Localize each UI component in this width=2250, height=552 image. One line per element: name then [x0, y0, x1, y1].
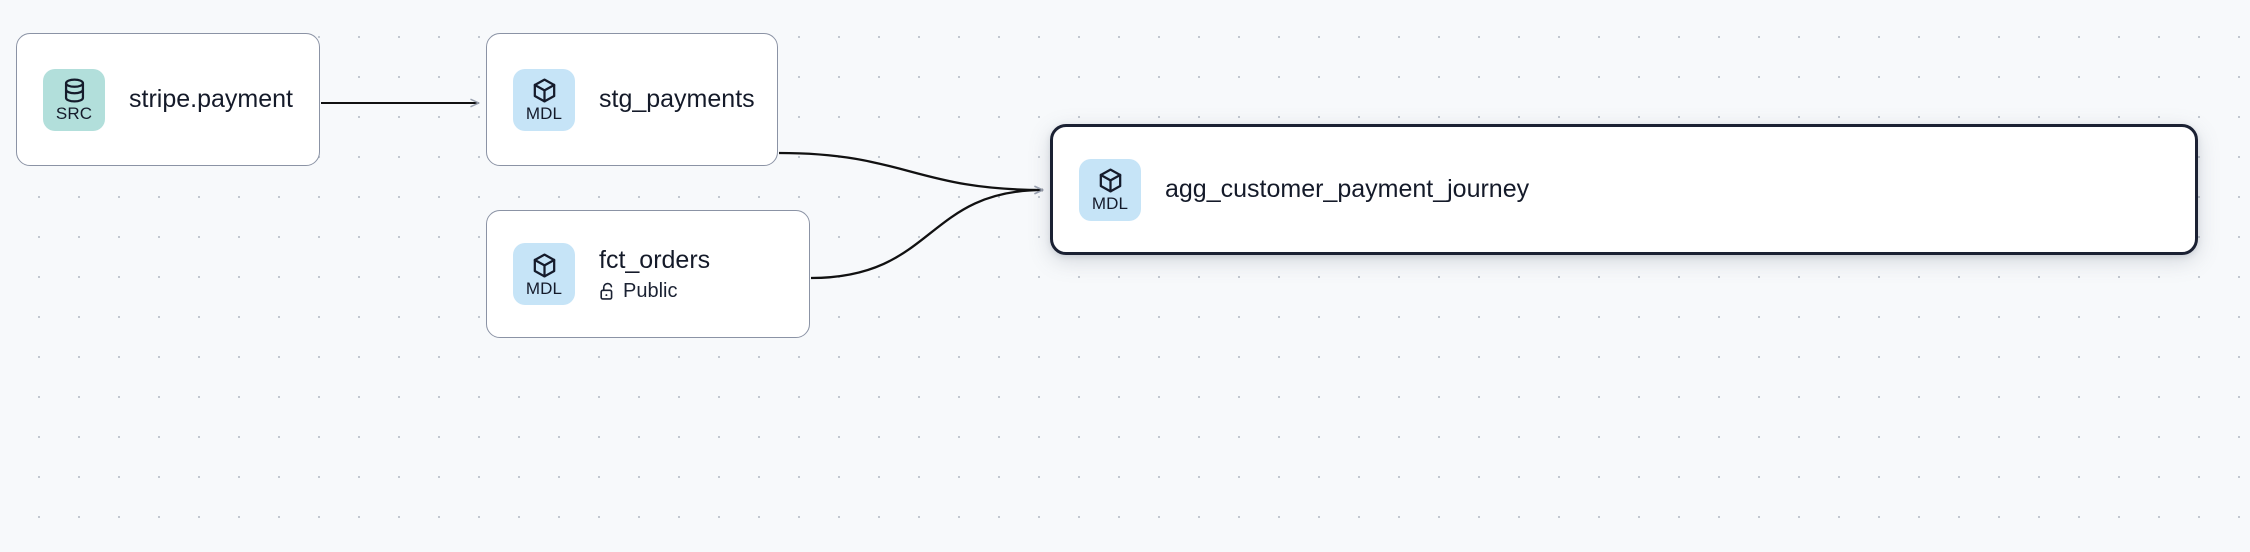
edge-stg-to-agg — [778, 151, 1044, 195]
node-fct-orders[interactable]: MDL fct_orders Public — [486, 210, 810, 338]
badge-label: MDL — [525, 104, 563, 123]
node-body: agg_customer_payment_journey — [1165, 175, 1529, 204]
badge-label: MDL — [1091, 194, 1129, 213]
node-stg-payments[interactable]: MDL stg_payments — [486, 33, 778, 166]
node-badge-mdl: MDL — [513, 68, 575, 131]
cube-icon — [533, 78, 555, 103]
badge-label: MDL — [525, 278, 563, 298]
node-stripe-payment[interactable]: SRC stripe.payment — [16, 33, 320, 166]
node-badge-mdl: MDL — [513, 243, 575, 305]
node-body: stripe.payment — [129, 85, 293, 114]
unlock-icon — [600, 282, 613, 300]
node-body: fct_orders Public — [599, 246, 710, 303]
node-badge-src: SRC — [43, 68, 105, 131]
node-title: agg_customer_payment_journey — [1165, 175, 1530, 203]
node-badge-mdl: MDL — [1079, 158, 1141, 221]
node-title: fct_orders — [599, 245, 711, 274]
database-icon — [64, 78, 84, 103]
node-visibility: Public — [599, 280, 710, 303]
badge-label: SRC — [55, 104, 93, 123]
node-body: stg_payments — [599, 85, 755, 114]
node-title: stg_payments — [599, 85, 755, 113]
edge-fct-to-agg — [810, 185, 1044, 280]
visibility-label: Public — [623, 279, 678, 302]
node-title: stripe.payment — [129, 85, 293, 113]
cube-icon — [1099, 168, 1121, 193]
cube-icon — [533, 252, 555, 278]
node-agg-customer-payment-journey[interactable]: MDL agg_customer_payment_journey — [1050, 124, 2198, 255]
